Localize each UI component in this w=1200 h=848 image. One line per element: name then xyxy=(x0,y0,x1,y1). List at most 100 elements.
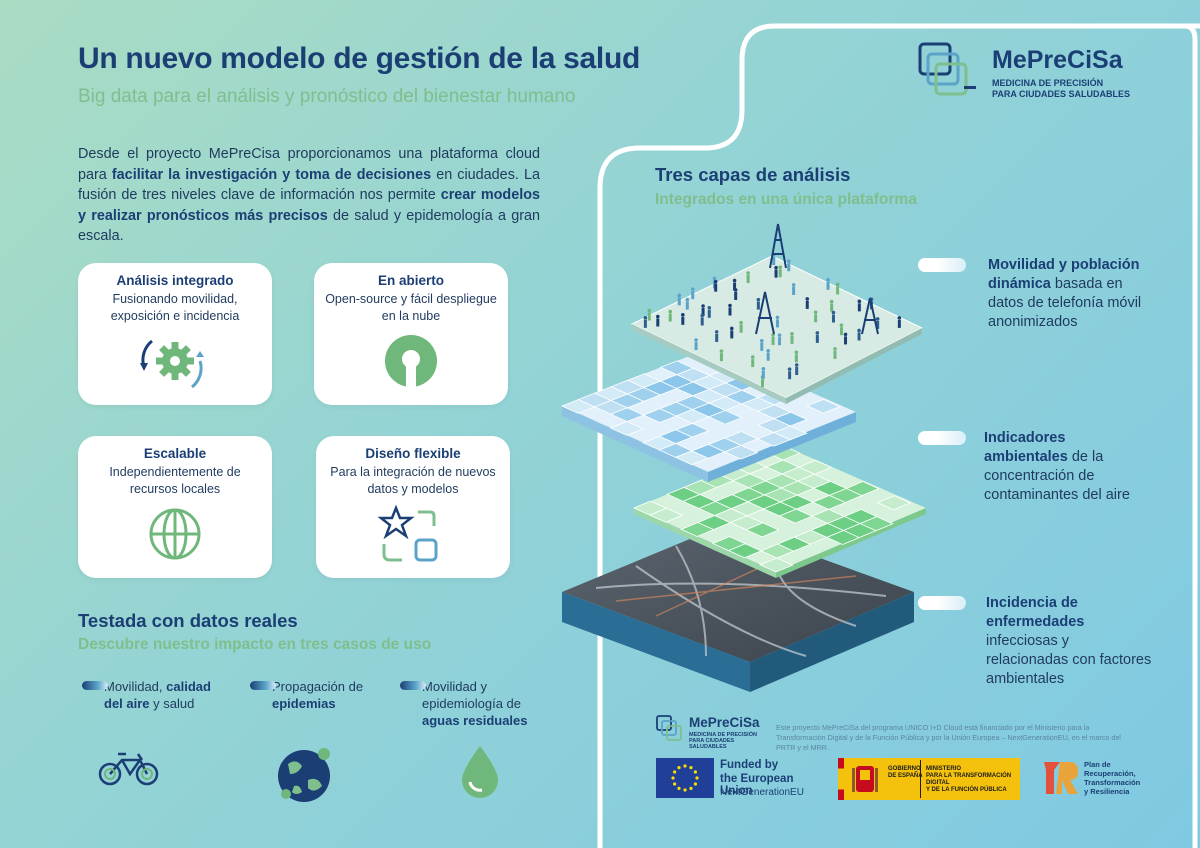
person-body xyxy=(805,300,809,309)
person-head xyxy=(677,293,682,298)
person-body xyxy=(787,263,791,272)
person-body xyxy=(795,367,799,376)
feature-title: Escalable xyxy=(143,446,207,461)
grid-cell xyxy=(876,495,912,511)
person-body xyxy=(685,301,689,310)
person-body xyxy=(876,320,880,329)
eu-star xyxy=(683,764,687,768)
person-head xyxy=(656,314,660,319)
person-head xyxy=(681,313,685,317)
person-head xyxy=(700,313,705,318)
person-head xyxy=(719,349,724,353)
feature-title: Análisis integrado xyxy=(116,273,234,288)
person-head xyxy=(694,338,698,342)
person-body xyxy=(751,359,755,368)
person-body xyxy=(857,332,861,341)
person-body xyxy=(668,313,672,322)
layer-pill-icon xyxy=(918,596,966,610)
person-body xyxy=(778,269,782,278)
person-head xyxy=(668,309,673,314)
tested-subtitle: Descubre nuestro impacto en tres casos d… xyxy=(78,636,432,653)
person-body xyxy=(792,286,796,295)
eu-star xyxy=(689,786,693,790)
person-head xyxy=(643,316,648,320)
person-body xyxy=(857,303,861,312)
person-body xyxy=(714,283,718,292)
eu-line-1: Funded by xyxy=(720,759,779,771)
person-head xyxy=(790,332,794,336)
person-body xyxy=(715,333,719,342)
person-head xyxy=(774,265,778,270)
layer-pill-icon xyxy=(918,431,966,445)
person-body xyxy=(728,307,732,316)
logo-tagline-1: MEDICINA DE PRECISIÓN xyxy=(992,78,1104,88)
person-head xyxy=(714,330,719,334)
person-body xyxy=(831,314,835,323)
person-body xyxy=(897,319,901,328)
person-head xyxy=(805,297,810,301)
feature-desc: Fusionando movilidad, exposición e incid… xyxy=(110,292,240,323)
person-head xyxy=(857,328,861,333)
person-body xyxy=(826,281,830,290)
person-body xyxy=(647,312,651,321)
virus-globe-icon xyxy=(278,748,330,802)
pill-marker-icon xyxy=(82,681,108,690)
grid-cell xyxy=(745,522,780,538)
person-body xyxy=(778,337,782,346)
person-body xyxy=(760,342,764,351)
person-body xyxy=(691,291,695,300)
person-body xyxy=(643,319,647,328)
person-body xyxy=(839,327,843,336)
person-body xyxy=(701,308,705,317)
person-head xyxy=(771,333,775,337)
eu-star xyxy=(673,782,677,786)
person-body xyxy=(739,324,743,333)
person-body xyxy=(707,309,711,318)
person-head xyxy=(831,310,836,315)
person-body xyxy=(815,334,819,343)
person-head xyxy=(829,299,834,304)
person-body xyxy=(694,342,698,351)
grid-cell xyxy=(772,425,808,441)
person-head xyxy=(766,348,770,353)
person-head xyxy=(786,259,791,263)
eu-star xyxy=(673,770,677,774)
grid-cell xyxy=(609,421,645,436)
person-head xyxy=(897,316,902,320)
layer-label-disease: Incidencia de enfermedades infecciosas y… xyxy=(986,595,1152,687)
person-body xyxy=(756,301,760,310)
person-body xyxy=(788,371,792,380)
layer-population xyxy=(630,223,924,404)
eu-star xyxy=(677,786,681,790)
person-head xyxy=(728,303,732,308)
eu-star xyxy=(689,766,693,770)
layer-disease-map xyxy=(562,524,914,692)
eu-line-2: the European Union xyxy=(720,773,794,797)
prtr-logo-icon xyxy=(1044,762,1078,794)
person-body xyxy=(774,269,778,278)
use-case-epidemias: Propagación de epidemias xyxy=(250,678,363,712)
person-body xyxy=(656,318,660,327)
grid-cell xyxy=(806,398,841,414)
person-body xyxy=(772,256,776,265)
person-body xyxy=(844,336,848,345)
logo-mark-icon xyxy=(918,42,976,96)
person-head xyxy=(857,299,862,304)
person-head xyxy=(707,305,712,310)
person-body xyxy=(814,314,818,323)
antenna-icon xyxy=(755,223,879,335)
eu-flag-icon xyxy=(656,758,714,798)
layers-illustration xyxy=(560,223,926,692)
feature-desc: Open-source y fácil despliegue en la nub… xyxy=(325,292,497,323)
pill-marker-icon xyxy=(400,681,426,690)
person-head xyxy=(787,367,792,371)
person-body xyxy=(734,291,738,300)
person-body xyxy=(681,316,685,325)
grid-cell xyxy=(845,481,880,496)
person-head xyxy=(777,333,782,337)
